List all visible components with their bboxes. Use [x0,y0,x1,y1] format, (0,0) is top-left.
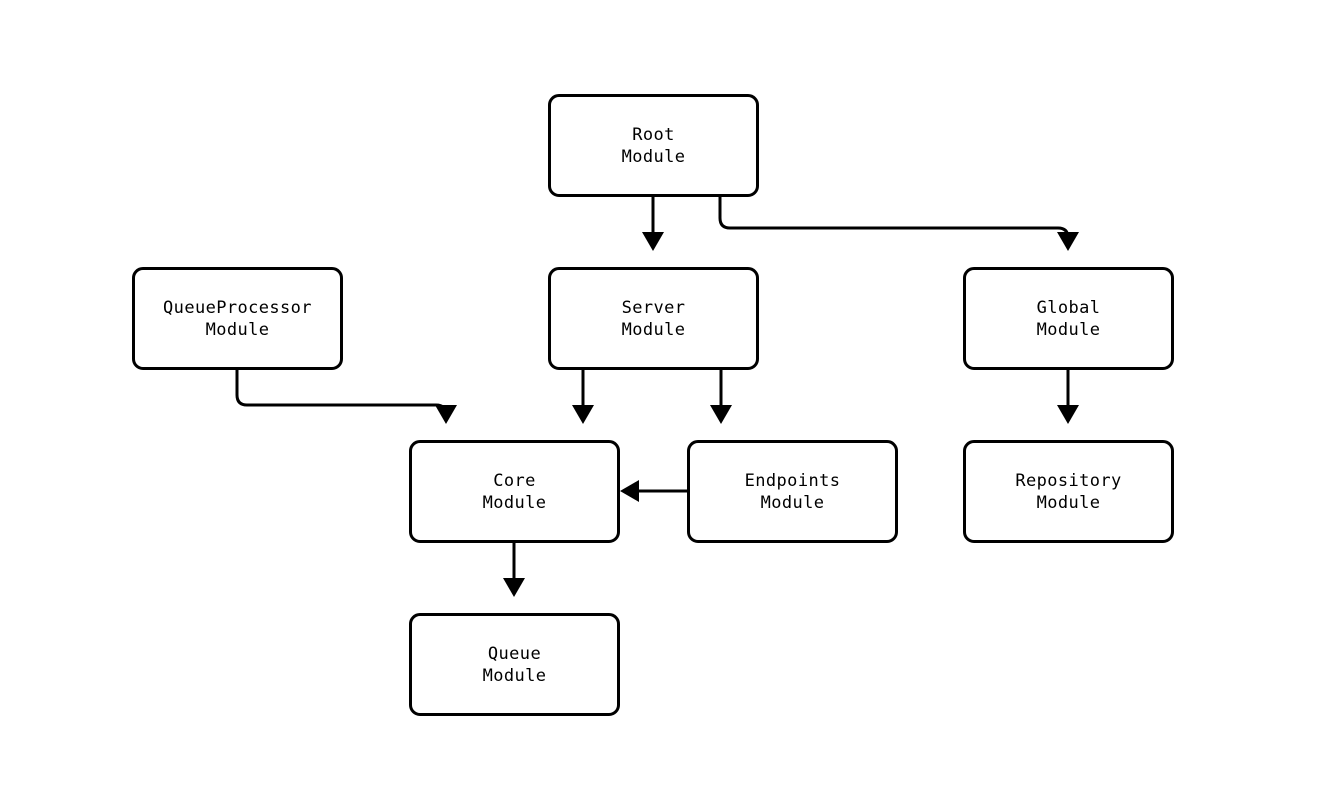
arrowhead-queueprocessor-to-core [435,405,457,424]
node-root-subtitle: Module [621,146,686,167]
arrowhead-core-to-queue [503,578,525,597]
node-endpoints-subtitle: Module [760,492,825,513]
arrowhead-server-to-core [572,405,594,424]
arrowhead-endpoints-to-core [620,480,639,502]
node-endpoints-title: Endpoints [744,470,841,491]
node-server-subtitle: Module [621,319,686,340]
node-global-subtitle: Module [1036,319,1101,340]
node-queue-subtitle: Module [482,665,547,686]
node-repository-title: Repository [1015,470,1122,491]
arrowhead-server-to-endpoints [710,405,732,424]
node-repository-subtitle: Module [1036,492,1101,513]
node-core-title: Core [493,470,536,491]
arrowhead-root-to-global [1057,232,1079,251]
node-core-subtitle: Module [482,492,547,513]
arrowhead-global-to-repository [1057,405,1079,424]
node-server-title: Server [621,297,686,318]
edge-queueprocessor-to-core [235,370,448,417]
node-queue-title: Queue [487,643,542,664]
node-global-title: Global [1036,297,1101,318]
edge-root-to-global [718,197,1070,240]
node-queueprocessor-subtitle: Module [205,319,270,340]
arrowhead-root-to-server [642,232,664,251]
node-root-title: Root [632,124,675,145]
node-queueprocessor-title: QueueProcessor [163,297,312,318]
